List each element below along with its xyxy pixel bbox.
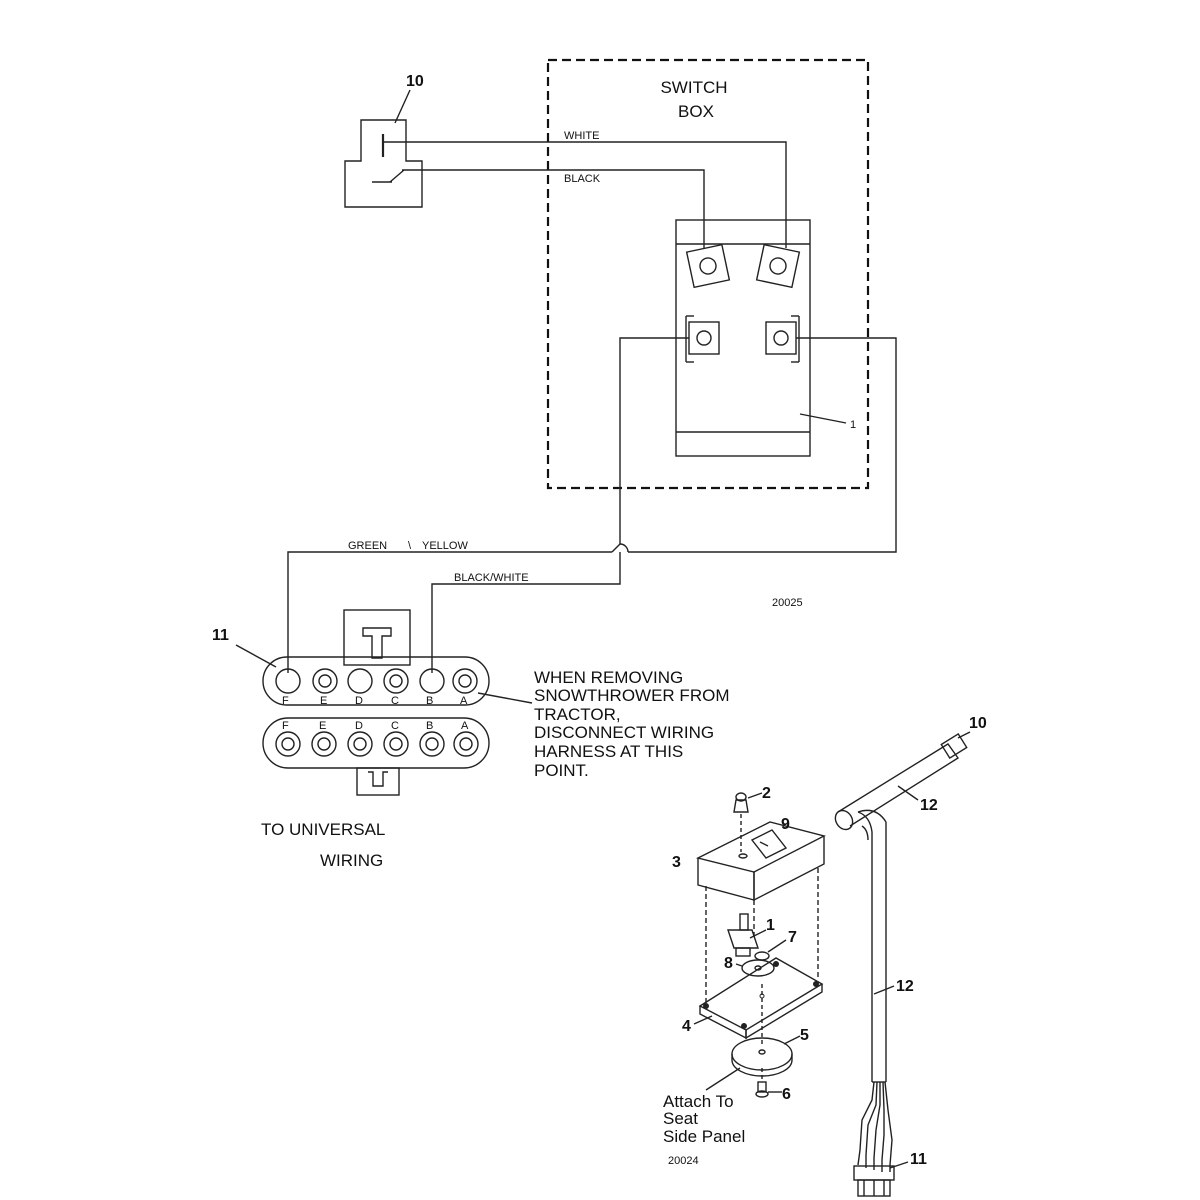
callout-9: 9 [781,816,790,833]
callout-8: 8 [724,955,733,972]
svg-text:WHEN REMOVING: WHEN REMOVING [534,668,683,687]
svg-text:SNOWTHROWER FROM: SNOWTHROWER FROM [534,686,729,705]
callout-12-upper: 12 [920,797,938,814]
harness-tube [834,731,971,1197]
svg-text:F: F [282,695,289,707]
svg-text:E: E [320,695,327,707]
callout-2: 2 [762,785,771,802]
switch-box-label-2: BOX [678,102,714,121]
base-plate [693,957,824,1046]
figure-number-20024: 20024 [668,1155,699,1167]
svg-text:B: B [426,695,433,707]
wire-label-separator: \ [408,540,412,552]
pin-letters-lower: F E D C B A [282,720,469,732]
exploded-callouts: 2 9 3 1 7 8 4 5 6 10 12 12 11 [672,715,987,1168]
callout-11-schematic: 11 [212,627,229,644]
disconnect-note: WHEN REMOVING SNOWTHROWER FROM TRACTOR, … [534,668,729,780]
svg-text:E: E [319,720,326,732]
callout-3: 3 [672,854,681,871]
toggle-knob [733,792,763,852]
mounting-screw [755,1068,782,1098]
schematic-diagram: SWITCH BOX 10 WHITE BLACK [212,58,897,870]
svg-text:HARNESS AT THIS: HARNESS AT THIS [534,742,683,761]
svg-text:D: D [355,720,363,732]
svg-text:C: C [391,695,399,707]
svg-text:D: D [355,695,363,707]
svg-text:DISCONNECT WIRING: DISCONNECT WIRING [534,723,714,742]
to-universal-label-2: WIRING [320,851,383,870]
attach-note: Attach To Seat Side Panel [663,1092,745,1146]
switch-box-outline [546,58,870,490]
figure-number-20025: 20025 [772,597,803,609]
svg-text:B: B [426,720,433,732]
callout-1-schematic: 1 [850,419,856,431]
wire-label-green: GREEN [348,540,387,552]
callout-11: 11 [910,1151,927,1168]
callout-6: 6 [782,1086,791,1103]
svg-text:TRACTOR,: TRACTOR, [534,705,621,724]
svg-text:A: A [461,720,469,732]
callout-12-lower: 12 [896,978,914,995]
callout-1: 1 [766,917,775,934]
mounting-disc [705,1035,801,1091]
callout-10-schematic: 10 [406,73,424,90]
wire-label-black: BLACK [564,173,601,185]
svg-text:Attach To: Attach To [663,1092,734,1111]
switch-box-cover [695,821,826,1004]
callout-7: 7 [788,929,797,946]
seat-switch-symbol [344,89,548,208]
svg-text:POINT.: POINT. [534,761,589,780]
svg-text:F: F [282,720,289,732]
svg-text:C: C [391,720,399,732]
toggle-switch-part [727,913,767,957]
connector-lower [262,717,490,796]
wire-label-yellow: YELLOW [422,540,468,552]
connector-upper [235,609,490,706]
svg-text:Seat: Seat [663,1109,698,1128]
svg-text:Side Panel: Side Panel [663,1127,745,1146]
exploded-view: 2 9 3 1 7 8 4 5 6 10 12 12 11 Attach To … [663,715,987,1197]
pin-letters-upper: F E D C B A [282,695,468,707]
wire-label-white: WHITE [564,130,599,142]
callout-5: 5 [800,1027,809,1044]
svg-text:A: A [460,695,468,707]
switch-box-label-1: SWITCH [660,78,727,97]
to-universal-label-1: TO UNIVERSAL [261,820,385,839]
callout-10: 10 [969,715,987,732]
wire-label-black-white: BLACK/WHITE [454,572,529,584]
callout-4: 4 [682,1018,691,1035]
